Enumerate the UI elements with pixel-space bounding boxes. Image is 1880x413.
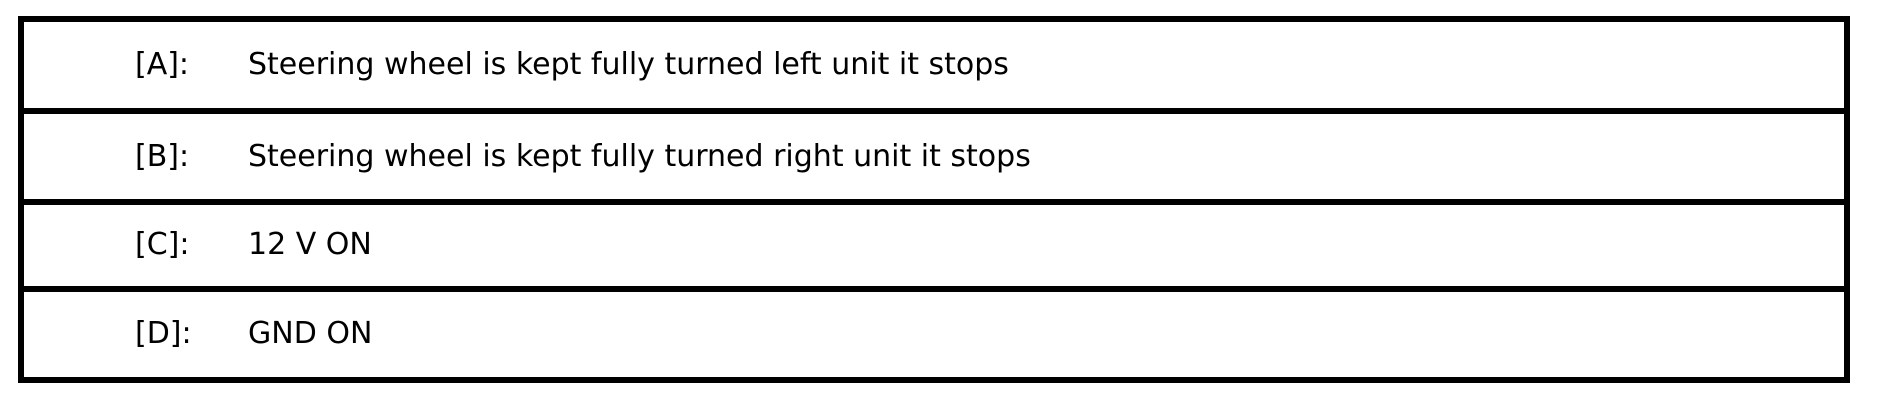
row-key-label: [C]:	[135, 227, 190, 263]
row-description-text: 12 V ON	[248, 227, 372, 263]
table-row: [C]: 12 V ON	[24, 204, 1844, 292]
row-description-text: GND ON	[248, 316, 373, 352]
table-row: [A]: Steering wheel is kept fully turned…	[24, 22, 1844, 115]
row-description-text: Steering wheel is kept fully turned righ…	[248, 138, 1031, 174]
row-key-label: [A]:	[135, 47, 190, 83]
table-row: [D]: GND ON	[24, 291, 1844, 377]
row-key-label: [B]:	[135, 138, 190, 174]
table-row: [B]: Steering wheel is kept fully turned…	[24, 114, 1844, 205]
row-description-text: Steering wheel is kept fully turned left…	[248, 47, 1009, 83]
condition-legend-table: [A]: Steering wheel is kept fully turned…	[18, 16, 1850, 383]
row-key-label: [D]:	[135, 316, 192, 352]
